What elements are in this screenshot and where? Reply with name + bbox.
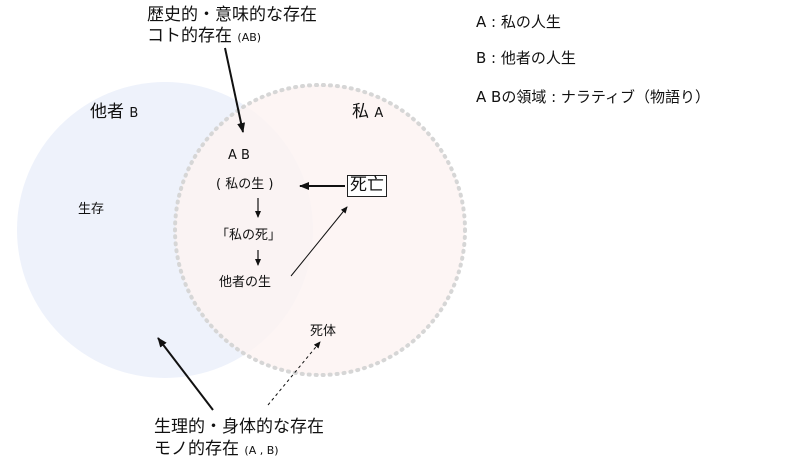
legend-ab: A Bの領域 : ナラティブ（物語り） [476,88,711,106]
top-label-line2: コト的存在 (AB) [147,26,262,47]
circle-self-a [173,83,467,377]
bottom-label-main: モノ的存在 [154,439,239,459]
corpse-label: 死体 [310,324,337,339]
death-box: 死亡 [347,175,387,197]
bottom-label-line1: 生理的・身体的な存在 [154,417,324,437]
overlap-step-self-death: 「私の死」 [216,228,282,243]
bottom-label-line2: モノ的存在 (A , B) [154,439,279,460]
top-label-sub: (AB) [237,31,262,44]
overlap-step-self-life: ( 私の生 ) [216,177,274,192]
arrow-body-to-corpse [267,341,321,406]
circle-b-title-text: 他者 [90,102,124,122]
overlap-step-other-life: 他者の生 [219,275,272,290]
arrow-top-to-ab [224,47,246,133]
top-label-main: コト的存在 [147,26,232,46]
legend-a: A : 私の人生 [476,13,561,31]
circle-b-letter: B [129,106,139,121]
circle-a-title-text: 私 [352,102,369,122]
survival-label: 生存 [78,202,105,217]
overlap-header: A B [228,148,250,163]
circle-b-title: 他者 B [90,102,139,123]
circle-a-title: 私 A [352,102,384,123]
bottom-label-sub: (A , B) [244,444,279,457]
top-label-line1: 歴史的・意味的な存在 [147,5,317,25]
circle-a-letter: A [374,106,384,121]
arrow-other-life-to-death [290,206,348,277]
arrow-body-to-survival [157,337,214,411]
legend-b: B : 他者の人生 [476,49,576,67]
